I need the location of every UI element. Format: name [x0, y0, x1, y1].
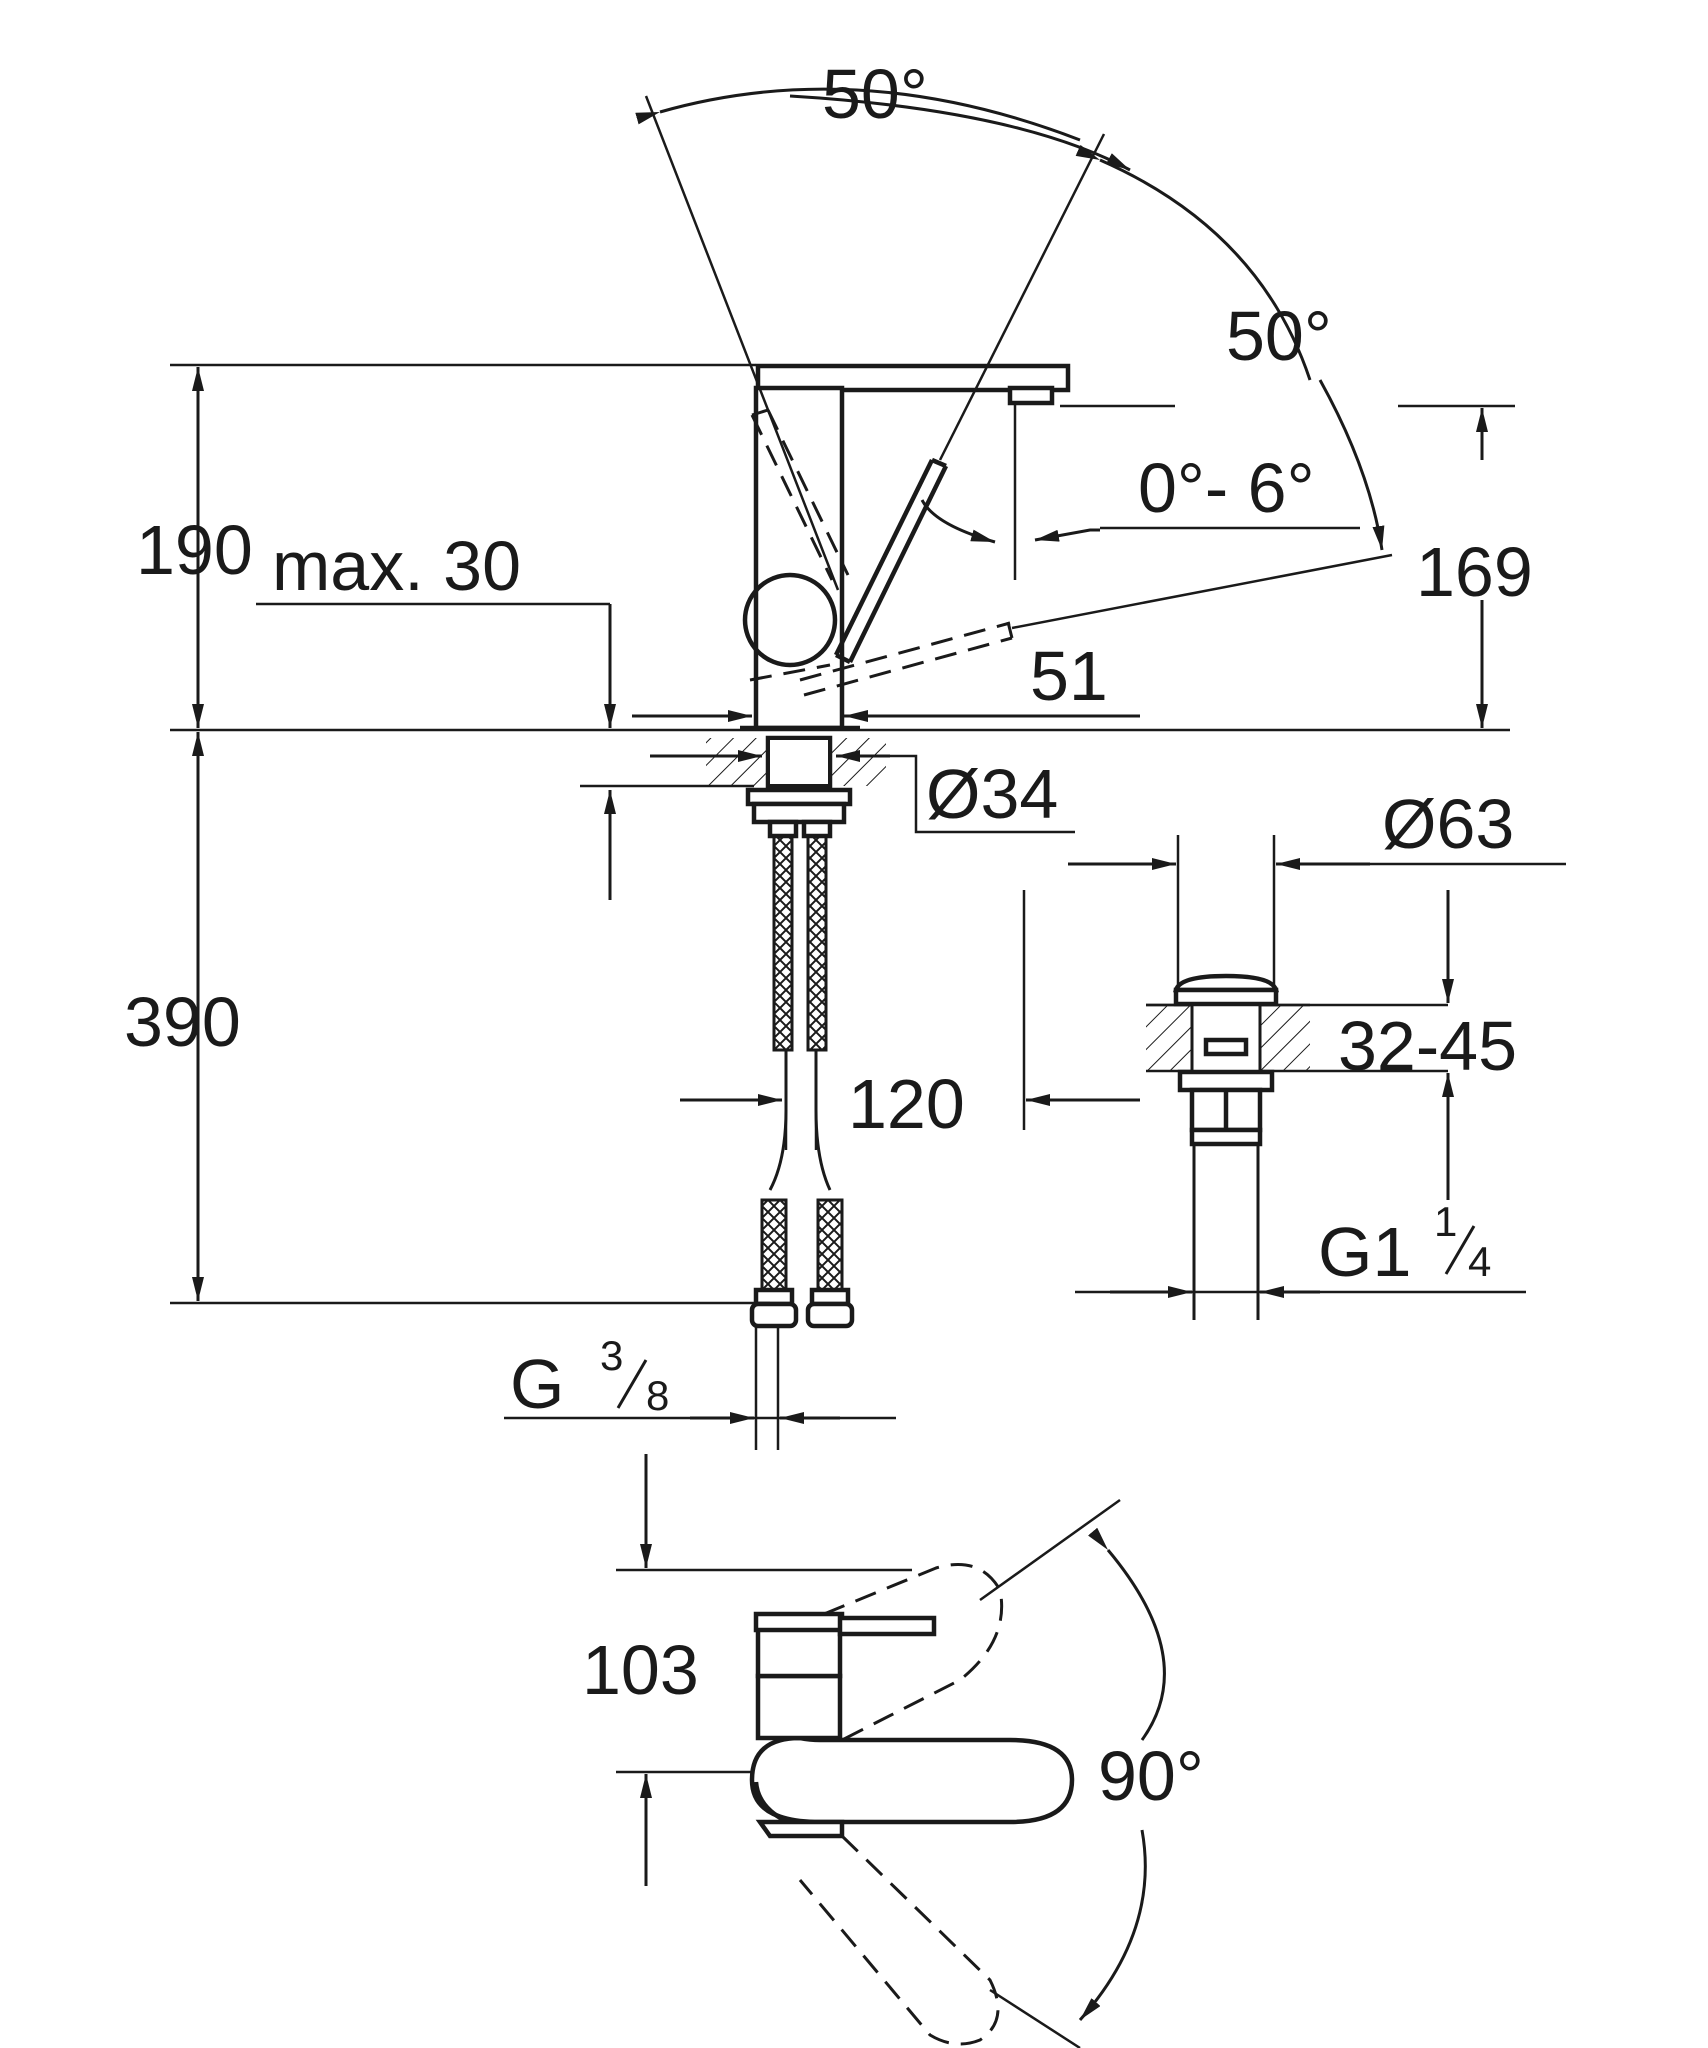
faucet-side-view [740, 363, 1071, 1329]
label-hose-spacing: 120 [848, 1065, 965, 1143]
label-spout-width: 51 [1030, 637, 1108, 715]
label-angle-top-left: 50° [822, 55, 928, 133]
faucet-plan-view [616, 1454, 1166, 2048]
label-thread-hose-num: 3 [600, 1332, 623, 1379]
label-base-diameter: Ø34 [926, 755, 1058, 833]
label-waste-range: 32-45 [1338, 1007, 1517, 1085]
label-angle-tilt: 0°- 6° [1138, 449, 1315, 527]
label-waste-diameter: Ø63 [1382, 785, 1514, 863]
label-height-total: 190 [136, 511, 253, 589]
vertical-dimensions [170, 363, 1515, 1450]
label-plan-depth: 103 [582, 1631, 699, 1709]
label-waste-thread-den: 4 [1468, 1238, 1491, 1285]
label-plan-angle: 90° [1098, 1737, 1204, 1815]
label-spout-height: 169 [1416, 533, 1533, 611]
label-max-thickness: max. 30 [272, 527, 521, 605]
hose-left [772, 820, 794, 1052]
label-angle-top-right: 50° [1226, 297, 1332, 375]
hose-right [806, 820, 828, 1052]
label-waste-thread-num: 1 [1434, 1198, 1457, 1245]
angle-arcs [635, 87, 1393, 630]
label-waste-thread-main: G1 [1318, 1213, 1411, 1291]
dimension-labels: 50° 50° 0°- 6° 190 max. 30 169 51 Ø34 Ø6… [124, 55, 1533, 1815]
label-thread-hose-main: G [510, 1345, 564, 1423]
spout-nozzle [1007, 385, 1055, 406]
cartridge-circle [742, 572, 838, 668]
waste-assembly [1022, 835, 1566, 1320]
label-thread-hose-den: 8 [646, 1372, 669, 1419]
label-below-deck: 390 [124, 983, 241, 1061]
